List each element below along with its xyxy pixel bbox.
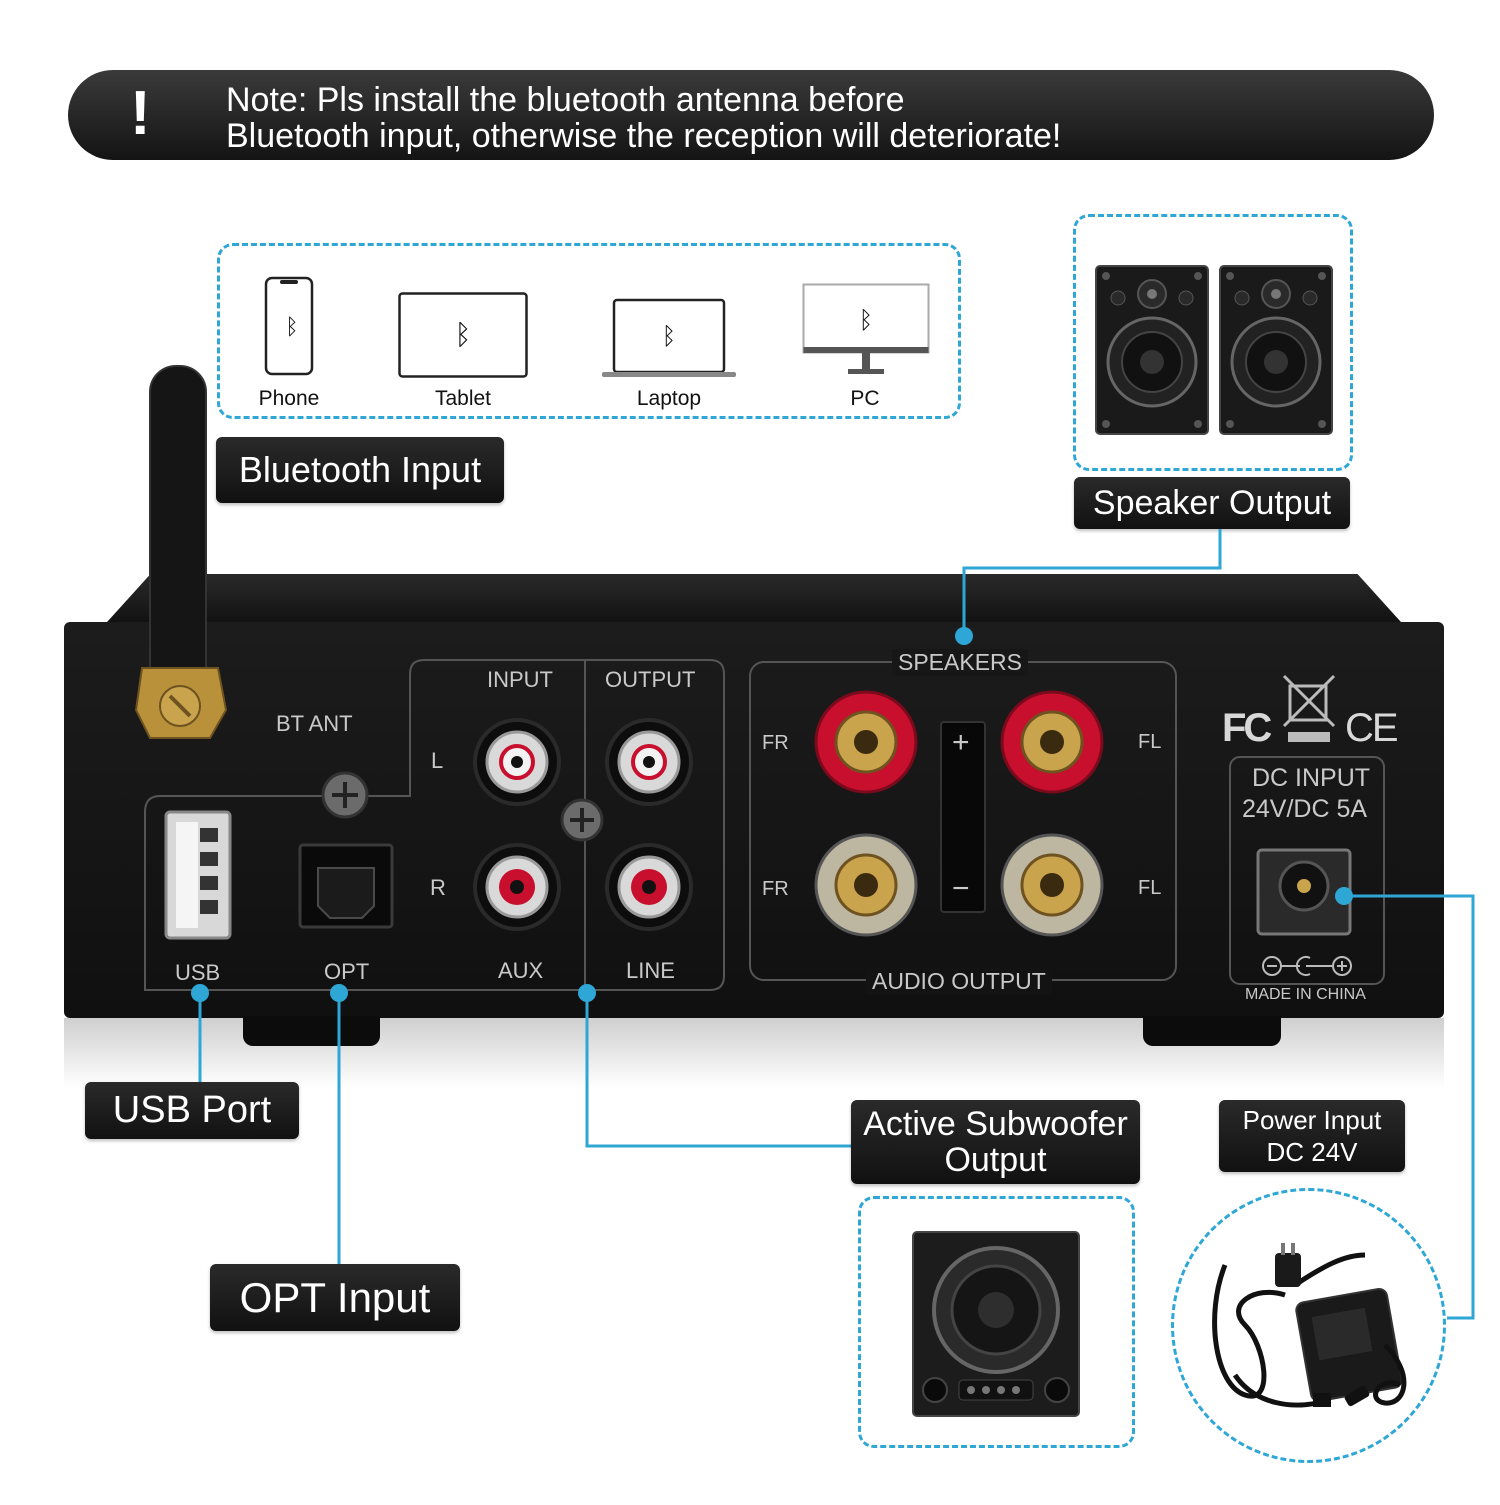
svg-text:ᛒ: ᛒ — [285, 314, 298, 339]
subwoofer-label-line-1: Active Subwoofer — [863, 1105, 1128, 1143]
power-input-label: Power Input DC 24V — [1219, 1100, 1405, 1172]
speakers-image — [1094, 264, 1334, 436]
left-channel-label: L — [431, 748, 444, 773]
plus-label: + — [952, 726, 970, 759]
exclamation-icon: ! — [130, 79, 151, 148]
minus-label: − — [952, 872, 970, 905]
svg-text:ᛒ: ᛒ — [859, 307, 873, 334]
fr-bottom-label: FR — [762, 878, 789, 900]
speaker-output-box — [1073, 214, 1353, 471]
device-label-laptop: Laptop — [636, 387, 702, 410]
laptop-icon: ᛒ — [600, 298, 738, 380]
opt-panel-label: OPT — [324, 959, 370, 984]
power-input-line-1: Power Input — [1242, 1105, 1382, 1135]
usb-panel-label: USB — [175, 960, 221, 985]
fr-top-label: FR — [762, 732, 789, 754]
device-label-pc: PC — [850, 387, 880, 410]
speaker-output-label: Speaker Output — [1074, 477, 1350, 529]
subwoofer-image — [911, 1230, 1081, 1418]
subwoofer-label: Active Subwoofer Output — [851, 1100, 1140, 1184]
opt-input-label: OPT Input — [210, 1264, 460, 1331]
device-label-phone: Phone — [258, 387, 320, 410]
amplifier-back-panel — [64, 622, 1444, 1018]
dc-input-line-2: 24V/DC 5A — [1242, 795, 1368, 823]
made-in-label: MADE IN CHINA — [1245, 986, 1366, 1003]
subwoofer-label-line-2: Output — [944, 1141, 1047, 1179]
note-line-1: Note: Pls install the bluetooth antenna … — [226, 81, 905, 119]
dc-input-line-1: DC INPUT — [1252, 764, 1371, 792]
fc-logo: FC — [1222, 706, 1272, 750]
power-adapter-box — [1171, 1188, 1446, 1463]
monitor-icon: ᛒ — [802, 283, 930, 379]
line-label: LINE — [626, 958, 675, 983]
audio-output-label: AUDIO OUTPUT — [866, 968, 1052, 995]
aux-label: AUX — [498, 958, 544, 983]
foot-left — [243, 1016, 380, 1046]
device-label-tablet: Tablet — [434, 387, 492, 410]
right-channel-label: R — [430, 875, 446, 900]
bluetooth-devices-box — [217, 243, 961, 419]
bluetooth-input-label: Bluetooth Input — [216, 437, 504, 503]
note-banner: ! Note: Pls install the bluetooth antenn… — [68, 70, 1434, 160]
note-line-2: Bluetooth input, otherwise the reception… — [226, 117, 1062, 155]
speakers-label: SPEAKERS — [892, 649, 1028, 676]
ce-logo: CE — [1345, 706, 1399, 750]
foot-right — [1143, 1016, 1281, 1046]
usb-port-label: USB Port — [85, 1082, 299, 1139]
fl-bottom-label: FL — [1138, 877, 1162, 899]
fl-top-label: FL — [1138, 731, 1162, 753]
power-input-line-2: DC 24V — [1266, 1137, 1358, 1167]
phone-icon: ᛒ — [264, 276, 314, 376]
output-label: OUTPUT — [605, 667, 696, 692]
svg-text:ᛒ: ᛒ — [662, 323, 676, 350]
tablet-icon: ᛒ — [398, 292, 528, 378]
power-adapter-image — [1205, 1225, 1420, 1425]
bt-ant-label: BT ANT — [276, 711, 353, 736]
input-label: INPUT — [487, 667, 553, 692]
subwoofer-box — [858, 1196, 1135, 1448]
svg-text:ᛒ: ᛒ — [455, 319, 472, 350]
